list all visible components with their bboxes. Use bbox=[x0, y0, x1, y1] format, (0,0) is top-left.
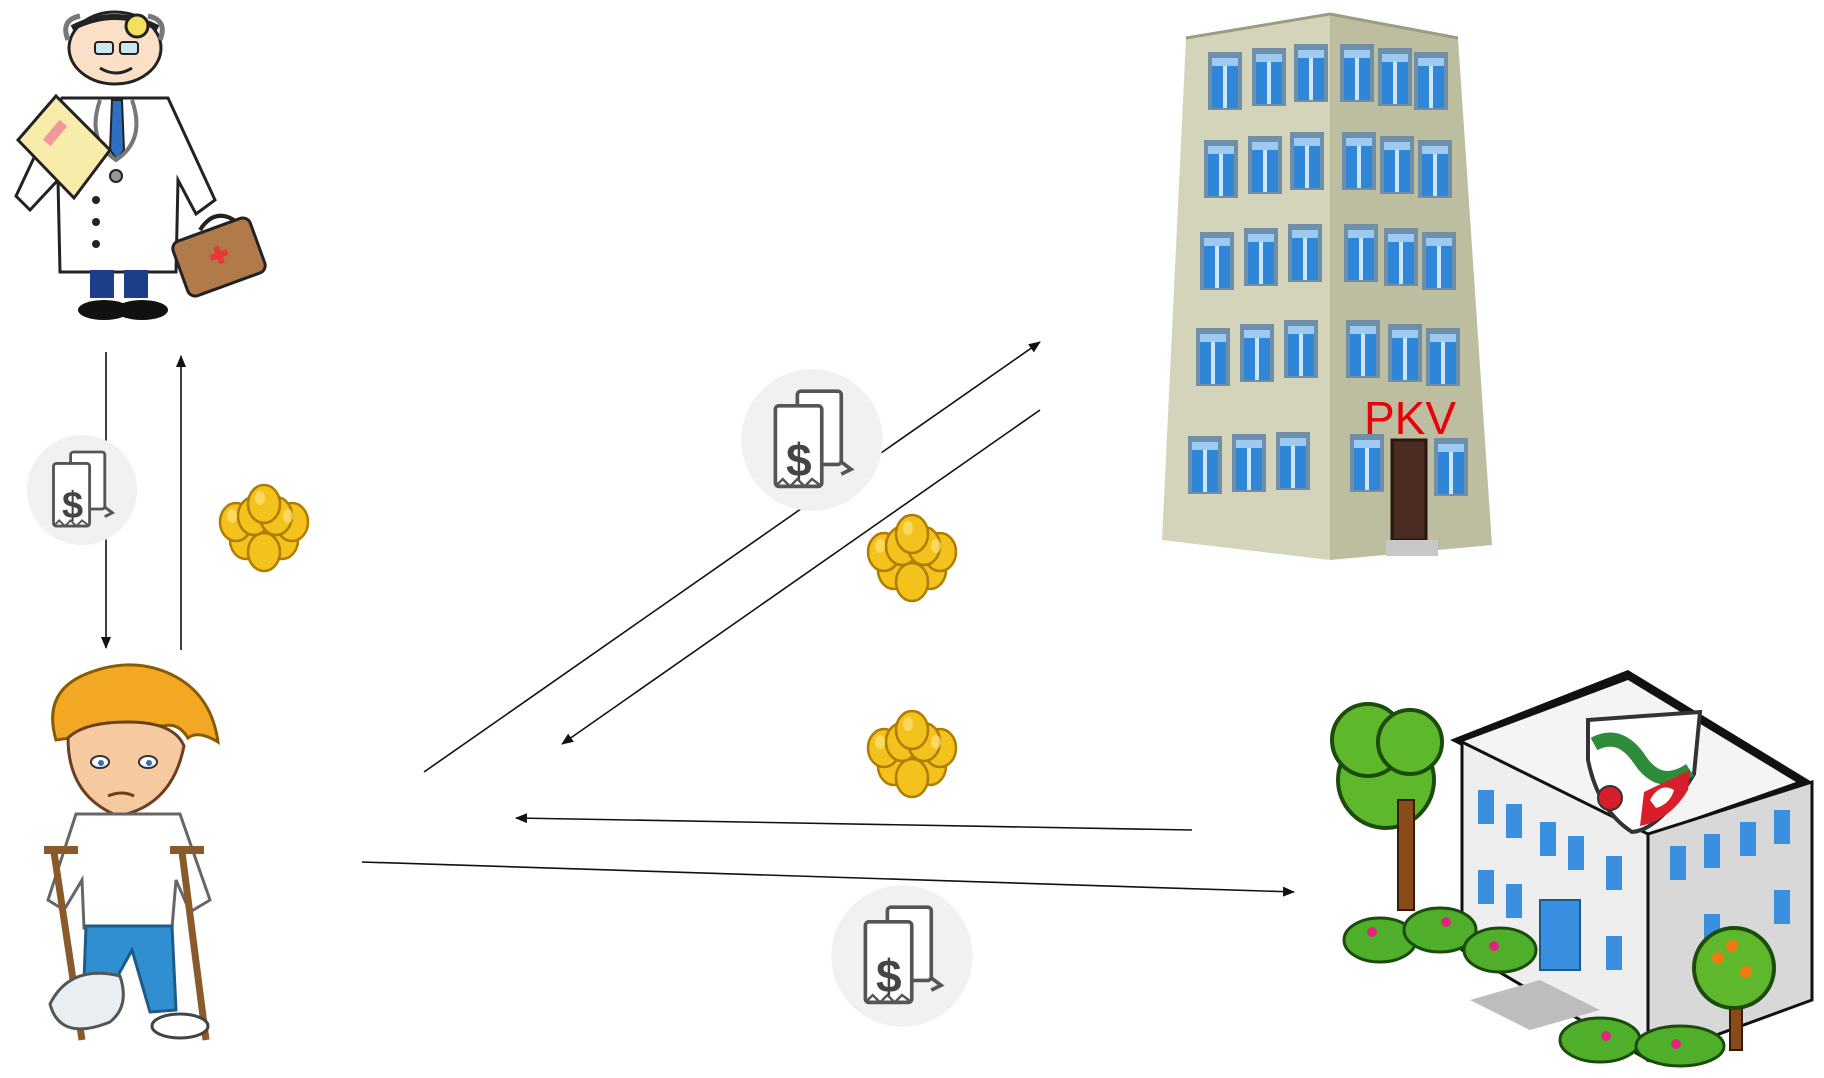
arrow-patient-to-office bbox=[361, 861, 1295, 897]
doctor-figure bbox=[14, 10, 267, 320]
arrow-office-to-patient bbox=[515, 813, 1193, 831]
svg-text:$: $ bbox=[876, 950, 902, 1002]
dollar-receipt-icon bbox=[829, 883, 975, 1029]
coins-office-to-patient bbox=[866, 709, 958, 799]
bill-doctor-to-patient: $ bbox=[25, 433, 139, 547]
coins-pkv-to-patient bbox=[866, 513, 958, 603]
pkv-label: PKV bbox=[1364, 392, 1456, 444]
government-office-building bbox=[1330, 670, 1814, 1068]
nrw-coat-of-arms bbox=[1586, 709, 1703, 835]
gold-coin-stack-icon bbox=[866, 513, 958, 603]
coins-patient-to-doctor bbox=[218, 483, 310, 573]
flow-arrows bbox=[101, 341, 1295, 897]
arrow-pkv-to-patient bbox=[561, 409, 1041, 745]
arrow-patient-to-pkv bbox=[423, 341, 1041, 773]
pkv-insurer-building: PKV bbox=[1162, 12, 1492, 560]
bill-patient-to-office: $ bbox=[829, 883, 975, 1029]
svg-text:$: $ bbox=[62, 485, 83, 527]
svg-text:$: $ bbox=[786, 434, 812, 486]
patient-figure bbox=[44, 663, 220, 1041]
dollar-receipt-icon bbox=[739, 367, 885, 513]
gold-coin-stack-icon bbox=[866, 709, 958, 799]
bill-patient-to-pkv: $ bbox=[739, 367, 885, 513]
gold-coin-stack-icon bbox=[218, 483, 310, 573]
